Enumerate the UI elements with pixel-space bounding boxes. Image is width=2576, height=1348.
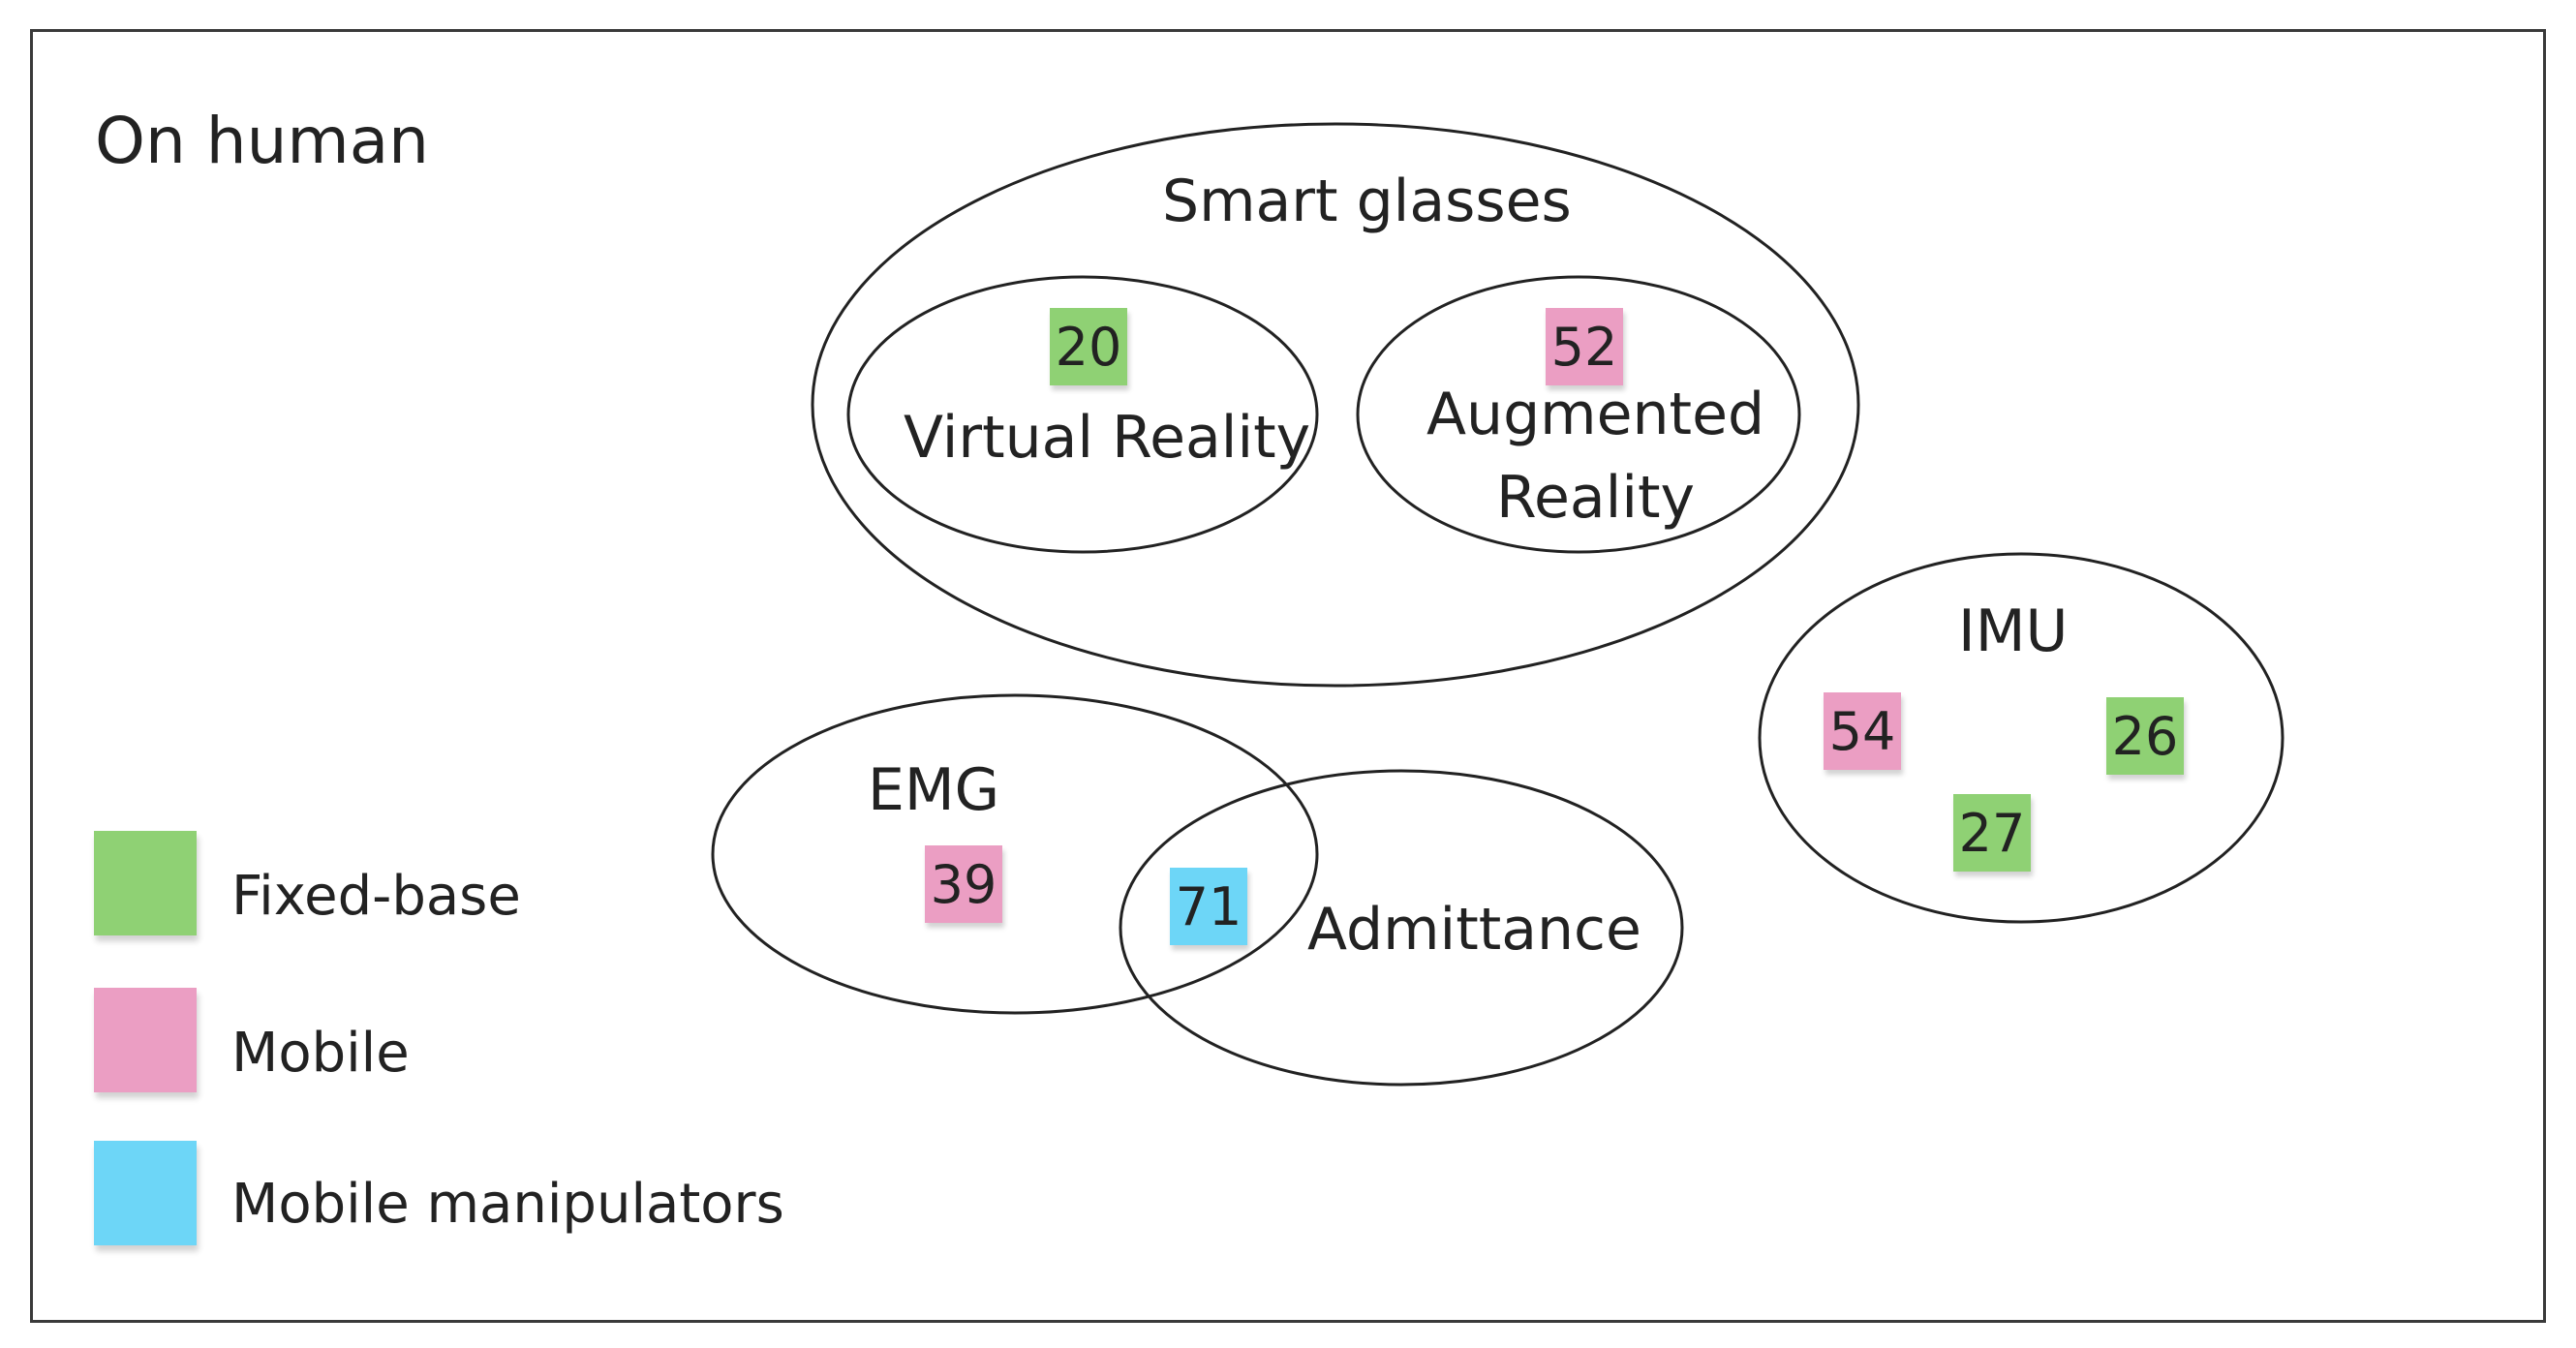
sticky-note-emg: 39 <box>925 845 1002 923</box>
legend-swatch-fixed-base <box>94 831 197 935</box>
legend-swatch-mobile <box>94 988 197 1092</box>
augmented-reality-ellipse <box>1356 275 1801 554</box>
augmented-reality-label-line1: Augmented <box>1426 381 1765 448</box>
smart-glasses-label: Smart glasses <box>1162 168 1572 235</box>
sticky-note-vr: 20 <box>1050 308 1127 385</box>
augmented-reality-label-line2: Reality <box>1496 464 1696 532</box>
sticky-note-imu-fixed-b: 27 <box>1953 794 2031 872</box>
smart-glasses-ellipse <box>811 122 1860 688</box>
diagram-title: On human <box>95 104 429 178</box>
legend-label-fixed-base: Fixed-base <box>231 865 521 928</box>
legend-label-mobile: Mobile <box>231 1022 410 1085</box>
legend-swatch-mobile-manipulators <box>94 1141 197 1245</box>
virtual-reality-label: Virtual Reality <box>904 404 1311 472</box>
emg-label: EMG <box>868 756 1000 824</box>
sticky-note-ar: 52 <box>1546 308 1623 385</box>
admittance-label: Admittance <box>1307 896 1641 964</box>
imu-ellipse <box>1758 552 2285 924</box>
virtual-reality-ellipse <box>846 275 1319 554</box>
legend-label-mobile-manipulators: Mobile manipulators <box>231 1173 784 1236</box>
sticky-note-imu-mobile: 54 <box>1824 692 1901 770</box>
sticky-note-emg-admittance: 71 <box>1170 868 1247 945</box>
sticky-note-imu-fixed-a: 26 <box>2106 697 2184 775</box>
admittance-ellipse <box>1119 769 1684 1087</box>
imu-label: IMU <box>1958 597 2069 665</box>
diagram-frame <box>30 29 2546 1323</box>
emg-ellipse <box>711 693 1319 1015</box>
